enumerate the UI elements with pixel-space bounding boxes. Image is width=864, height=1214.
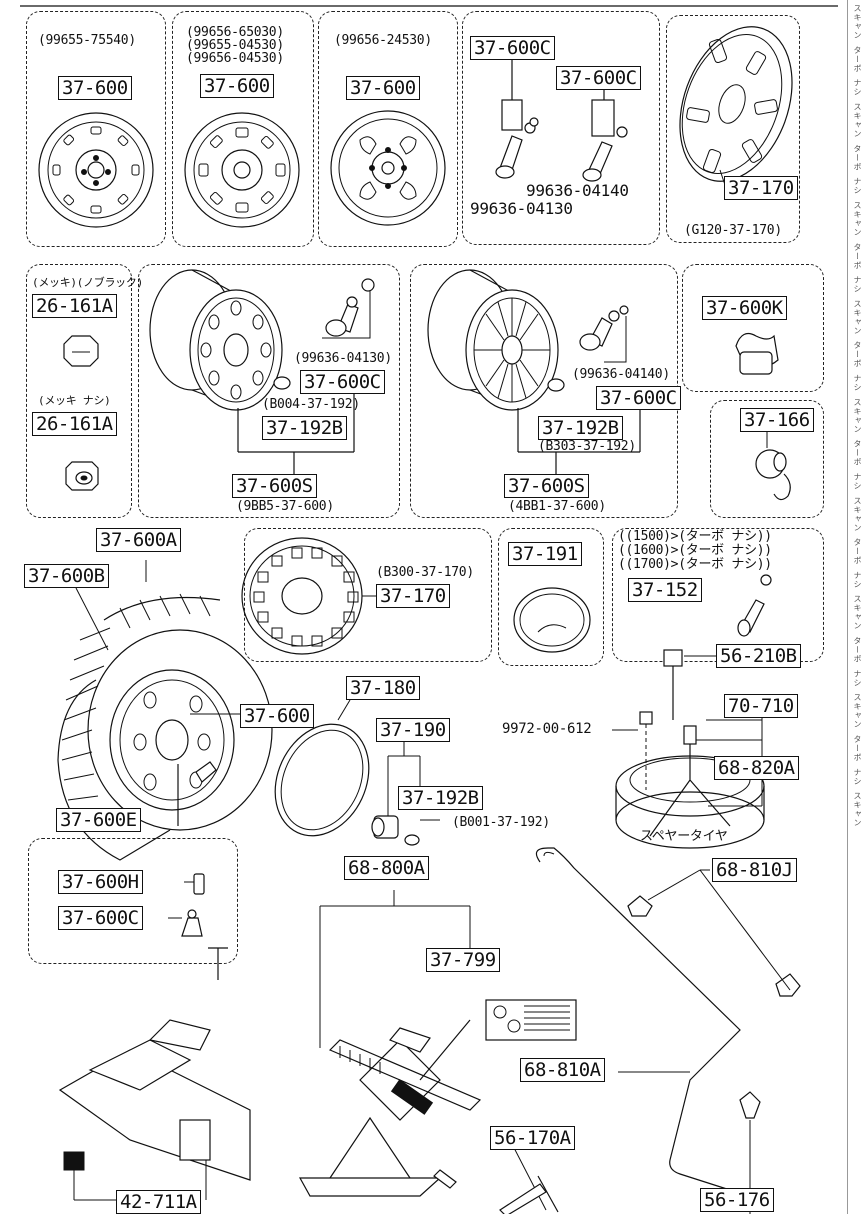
group-box-steel-wheel-3 [318,11,458,247]
side-stamp-text: スキャン ターボ ナシ スキャン ターボ ナシ スキャン ターボ ナシ スキャン… [853,4,862,828]
group-box-wheel-cover [666,15,800,243]
note-spare-tire: スペヤータイヤ [640,829,728,844]
part-label-37-600c-c[interactable]: 37-600C [300,370,385,394]
part-number-99656-65030: (99656-65030) [186,25,284,40]
part-number-99656-04530: (99656-04530) [186,51,284,66]
part-label-37-192b-a[interactable]: 37-192B [262,416,347,440]
part-number-b001-37-192: (B001-37-192) [452,815,550,830]
part-label-68-810a[interactable]: 68-810A [520,1058,605,1082]
spare-tire-assembly-drawing [57,560,273,861]
caps-drawing [735,333,791,501]
part-number-9bb5-37-600: (9BB5-37-600) [236,499,334,514]
part-label-68-810j[interactable]: 68-810J [712,858,797,882]
part-number-99655-04530: (99655-04530) [186,38,284,53]
part-label-37-190[interactable]: 37-190 [376,718,450,742]
part-label-37-192b-b[interactable]: 37-192B [538,416,623,440]
part-number-99655-75540: (99655-75540) [38,33,136,48]
part-label-37-600h[interactable]: 37-600H [58,870,143,894]
group-box-steel-wheel-1 [26,11,166,247]
part-number-99636-04130-b: (99636-04130) [294,351,392,366]
valve-turbo-drawing [737,574,772,637]
steel-wheel-2-drawing [184,112,300,228]
part-label-37-799[interactable]: 37-799 [426,948,500,972]
part-label-37-192b-c[interactable]: 37-192B [398,786,483,810]
part-label-37-600a[interactable]: 37-600A [96,528,181,552]
part-number-4bb1-37-600: (4BB1-37-600) [508,499,606,514]
part-label-37-600b[interactable]: 37-600B [24,564,109,588]
part-label-37-166[interactable]: 37-166 [740,408,814,432]
spacer-nut-drawing [371,740,440,846]
spare-tire-mount-drawing [612,649,765,849]
group-box-steel-wheel-2 [172,11,314,247]
part-label-56-170a[interactable]: 56-170A [490,1126,575,1150]
part-label-26-161a-b[interactable]: 26-161A [32,412,117,436]
valves-600h-600c-drawing [168,873,205,937]
part-label-37-600c-d[interactable]: 37-600C [596,386,681,410]
part-label-56-210b[interactable]: 56-210B [716,644,801,668]
side-stamp: スキャン ターボ ナシ スキャン ターボ ナシ スキャン ターボ ナシ スキャン… [847,0,862,1214]
steel-wheel-3-drawing [330,110,446,226]
part-label-42-711a[interactable]: 42-711A [116,1190,201,1214]
part-number-g120-37-170: (G120-37-170) [684,223,782,238]
part-label-37-600-a[interactable]: 37-600 [58,76,132,100]
part-label-37-191[interactable]: 37-191 [508,542,582,566]
part-number-99656-24530: (99656-24530) [334,33,432,48]
part-number-9972-00-612: 9972-00-612 [502,721,592,737]
rim-band-drawing [274,699,370,837]
lug-wrench-drawing [499,1139,559,1214]
part-label-37-600-d[interactable]: 37-600 [240,704,314,728]
group-box-cap-600k [682,264,824,392]
part-label-37-152[interactable]: 37-152 [628,578,702,602]
part-label-37-600c-a[interactable]: 37-600C [470,36,555,60]
part-label-37-600e[interactable]: 37-600E [56,808,141,832]
note-1700-turbo-nashi: ((1700)>(ターボ ナシ)) [618,557,772,572]
part-label-56-176[interactable]: 56-176 [700,1188,774,1212]
part-label-37-600k[interactable]: 37-600K [702,296,787,320]
part-label-70-710[interactable]: 70-710 [724,694,798,718]
part-number-99636-04140-b: (99636-04140) [572,367,670,382]
group-box-wheel-cover-b300 [244,528,492,662]
wheel-cover-b300-drawing [241,537,376,655]
jack-handle-drawing [535,847,801,1214]
note-mekki-nashi: (メッキ ナシ) [38,394,111,407]
part-number-99636-04140-a: 99636-04140 [526,181,629,200]
part-label-37-600s-a[interactable]: 37-600S [232,474,317,498]
note-1600-turbo-nashi: ((1600)>(ターボ ナシ)) [618,543,772,558]
alloy-wheel-1-drawing [149,269,375,474]
group-box-valves-600e [28,838,238,964]
jack-placement-drawing [58,947,251,1201]
part-label-37-600c-b[interactable]: 37-600C [556,66,641,90]
part-number-b004-37-192: (B004-37-192) [262,397,360,412]
part-label-37-600-b[interactable]: 37-600 [200,74,274,98]
group-box-alloy-wheel-1 [138,264,400,518]
part-label-37-170-b[interactable]: 37-170 [376,584,450,608]
group-box-cap-166 [710,400,824,518]
part-label-26-161a-a[interactable]: 26-161A [32,294,117,318]
center-cap-drawing [513,587,591,653]
part-number-99636-04130-a: 99636-04130 [470,199,573,218]
note-mekki-black: (メッキ)(ノブラック) [32,276,143,289]
part-label-68-820a[interactable]: 68-820A [714,756,799,780]
wheel-nuts-drawing [63,335,99,491]
part-label-37-600-c[interactable]: 37-600 [346,76,420,100]
group-box-nuts [26,264,132,518]
valve-stems-drawing [495,60,628,182]
group-box-center-cap [498,528,604,666]
part-label-37-600s-b[interactable]: 37-600S [504,474,589,498]
part-number-b303-37-192: (B303-37-192) [538,439,636,454]
wheel-cover-drawing [679,26,793,189]
part-label-68-800a[interactable]: 68-800A [344,856,429,880]
steel-wheel-1-drawing [38,112,154,228]
part-label-37-170-a[interactable]: 37-170 [724,176,798,200]
part-label-37-180[interactable]: 37-180 [346,676,420,700]
jack-assembly-drawing [298,890,577,1197]
part-label-37-600c-e[interactable]: 37-600C [58,906,143,930]
group-box-valves [462,11,660,245]
note-1500-turbo-nashi: ((1500)>(ターボ ナシ)) [618,529,772,544]
part-number-b300-37-170: (B300-37-170) [376,565,474,580]
alloy-wheel-2-drawing [427,269,641,474]
